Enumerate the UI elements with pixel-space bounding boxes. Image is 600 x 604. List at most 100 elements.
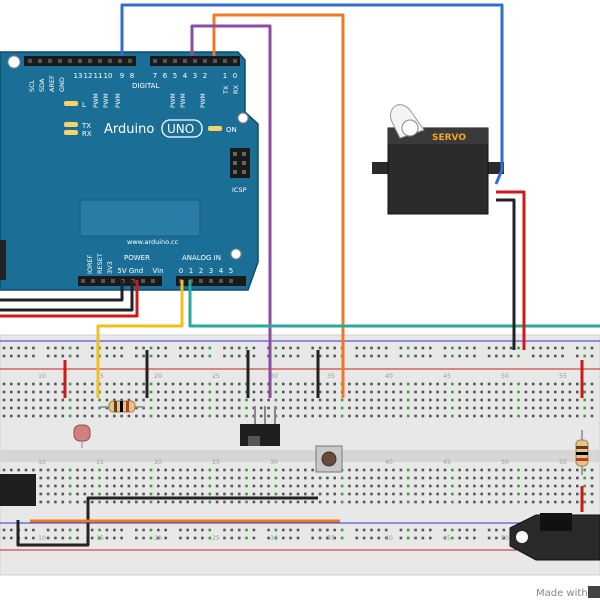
- breadboard-hole: [473, 536, 476, 540]
- breadboard-hole: [524, 476, 528, 480]
- breadboard-hole: [406, 528, 410, 532]
- breadboard-hole: [237, 536, 241, 540]
- icsp-pins: [233, 152, 246, 174]
- breadboard-hole: [105, 398, 109, 402]
- breadboard-hole: [451, 414, 454, 418]
- breadboard-hole: [76, 406, 79, 410]
- breadboard-hole: [186, 528, 189, 532]
- breadboard-hole: [259, 492, 263, 496]
- breadboard-hole: [259, 468, 263, 472]
- column-number: 55: [559, 373, 567, 380]
- breadboard-hole: [230, 398, 234, 402]
- ic-chip: [0, 474, 36, 506]
- breadboard-hole: [127, 468, 131, 472]
- breadboard-hole: [230, 346, 234, 350]
- breadboard-hole: [274, 484, 278, 488]
- breadboard-hole: [384, 382, 388, 386]
- analog-in-label: ANALOG IN: [182, 254, 221, 262]
- breadboard-hole: [406, 382, 410, 386]
- breadboard-hole: [10, 398, 13, 402]
- arduino-model: UNO: [167, 122, 194, 136]
- breadboard-hole: [289, 468, 292, 472]
- servo-mount-tab-right: [484, 162, 504, 174]
- breadboard-hole: [384, 398, 388, 402]
- breadboard-hole: [149, 406, 153, 410]
- breadboard-hole: [546, 406, 550, 410]
- breadboard-hole: [421, 476, 425, 480]
- breadboard-hole: [98, 476, 101, 480]
- breadboard-hole: [502, 492, 506, 496]
- breadboard-hole: [54, 354, 57, 358]
- breadboard-hole: [458, 492, 461, 496]
- breadboard-hole: [171, 492, 175, 496]
- breadboard-hole: [399, 484, 403, 488]
- breadboard-hole: [282, 406, 285, 410]
- breadboard-hole: [32, 382, 35, 386]
- breadboard-hole: [171, 398, 175, 402]
- breadboard-hole: [458, 346, 461, 350]
- breadboard-hole: [576, 382, 579, 386]
- breadboard-hole: [259, 382, 263, 386]
- breadboard-hole: [98, 528, 101, 532]
- breadboard-hole: [230, 528, 234, 532]
- breadboard-hole: [164, 484, 167, 488]
- breadboard-hole: [362, 346, 366, 350]
- breadboard-hole: [590, 382, 594, 386]
- breadboard-hole: [17, 406, 20, 410]
- breadboard-hole: [274, 492, 278, 496]
- breadboard-hole: [377, 500, 381, 504]
- breadboard-hole: [539, 390, 542, 394]
- breadboard-hole: [230, 354, 234, 358]
- breadboard-hole: [17, 382, 20, 386]
- breadboard-hole: [318, 414, 322, 418]
- column-number: 20: [154, 373, 162, 380]
- breadboard-hole: [201, 390, 204, 394]
- breadboard-hole: [480, 468, 483, 472]
- header-pin: [151, 279, 155, 283]
- breadboard-hole: [443, 476, 447, 480]
- arduino-url: www.arduino.cc: [127, 238, 179, 246]
- breadboard-hole: [502, 406, 506, 410]
- breadboard-hole: [127, 414, 131, 418]
- breadboard-hole: [179, 468, 182, 472]
- breadboard-hole: [384, 406, 388, 410]
- breadboard-hole: [237, 398, 241, 402]
- top-header-pins: [28, 59, 237, 63]
- breadboard-hole: [362, 528, 366, 532]
- on-label: ON: [226, 126, 237, 134]
- breadboard-hole: [230, 536, 234, 540]
- breadboard-hole: [406, 390, 410, 394]
- breadboard-hole: [46, 398, 50, 402]
- header-pin: [81, 279, 85, 283]
- breadboard-hole: [451, 390, 454, 394]
- breadboard-hole: [333, 414, 336, 418]
- breadboard-hole: [282, 354, 285, 358]
- breadboard-hole: [201, 398, 204, 402]
- breadboard-hole: [179, 528, 182, 532]
- breadboard-hole: [208, 390, 212, 394]
- breadboard-hole: [245, 528, 248, 532]
- breadboard-hole: [83, 500, 87, 504]
- breadboard-hole: [10, 346, 13, 350]
- breadboard-hole: [24, 414, 28, 418]
- breadboard-hole: [326, 354, 329, 358]
- breadboard-hole: [46, 354, 50, 358]
- breadboard-hole: [46, 476, 50, 480]
- breadboard-hole: [546, 346, 550, 350]
- breadboard-hole: [531, 406, 535, 410]
- breadboard-hole: [443, 346, 447, 350]
- breadboard-hole: [274, 528, 278, 532]
- breadboard-hole: [2, 398, 6, 402]
- breadboard-hole: [362, 398, 366, 402]
- column-number: 40: [385, 373, 393, 380]
- breadboard-hole: [576, 492, 579, 496]
- breadboard-hole: [274, 476, 278, 480]
- breadboard-hole: [318, 354, 322, 358]
- breadboard-hole: [186, 390, 189, 394]
- breadboard-hole: [32, 414, 35, 418]
- breadboard-hole: [98, 398, 101, 402]
- power-pin-label: RESET: [96, 253, 104, 274]
- breadboard-hole: [83, 476, 87, 480]
- breadboard-hole: [458, 382, 461, 386]
- breadboard-hole: [164, 390, 167, 394]
